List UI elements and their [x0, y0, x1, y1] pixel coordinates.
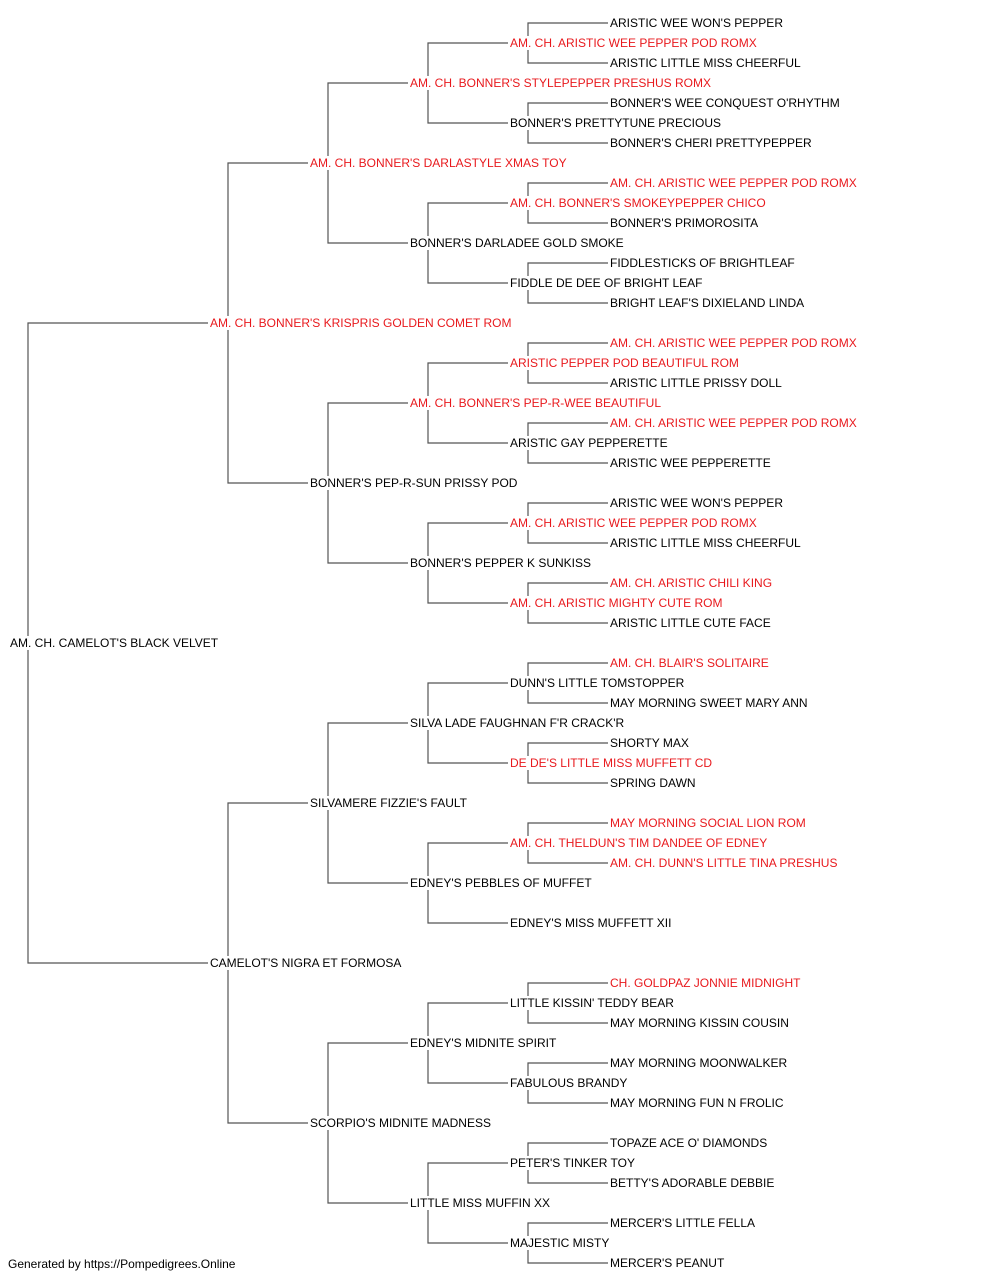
gen4-ancestor-name: AM. CH. THELDUN'S TIM DANDEE OF EDNEY	[508, 836, 770, 850]
connector-line	[427, 1203, 508, 1244]
gen4-ancestor-name: ARISTIC GAY PEPPERETTE	[508, 436, 670, 450]
gen4-ancestor-name: AM. CH. ARISTIC WEE PEPPER POD ROMX	[508, 36, 759, 50]
gen5-ancestor-name: TOPAZE ACE O' DIAMONDS	[608, 1136, 770, 1150]
connector-line	[327, 483, 408, 564]
gen4-ancestor-name: AM. CH. ARISTIC MIGHTY CUTE ROM	[508, 596, 725, 610]
gen5-ancestor-name: ARISTIC WEE PEPPERETTE	[608, 456, 773, 470]
gen4-ancestor-name: ARISTIC PEPPER POD BEAUTIFUL ROM	[508, 356, 741, 370]
grandparent-dog-name: AM. CH. BONNER'S DARLASTYLE XMAS TOY	[308, 156, 569, 170]
gen5-ancestor-name: MAY MORNING MOONWALKER	[608, 1056, 790, 1070]
gen5-ancestor-name: CH. GOLDPAZ JONNIE MIDNIGHT	[608, 976, 803, 990]
connector-line	[227, 323, 308, 484]
gen4-ancestor-name: BONNER'S PRETTYTUNE PRECIOUS	[508, 116, 723, 130]
connector-line	[427, 243, 508, 284]
connector-line	[427, 522, 508, 563]
gen5-ancestor-name: ARISTIC LITTLE CUTE FACE	[608, 616, 773, 630]
gen5-ancestor-name: MAY MORNING SWEET MARY ANN	[608, 696, 810, 710]
gen4-ancestor-name: EDNEY'S MISS MUFFETT XII	[508, 916, 674, 930]
gen4-ancestor-name: AM. CH. BONNER'S SMOKEYPEPPER CHICO	[508, 196, 768, 210]
gen5-ancestor-name: AM. CH. BLAIR'S SOLITAIRE	[608, 656, 771, 670]
gen5-ancestor-name: FIDDLESTICKS OF BRIGHTLEAF	[608, 256, 797, 270]
grandparent-dog-name: SCORPIO'S MIDNITE MADNESS	[308, 1116, 493, 1130]
gen5-ancestor-name: ARISTIC LITTLE MISS CHEERFUL	[608, 536, 803, 550]
gen5-ancestor-name: ARISTIC LITTLE PRISSY DOLL	[608, 376, 784, 390]
gen5-ancestor-name: MERCER'S LITTLE FELLA	[608, 1216, 757, 1230]
gen5-ancestor-name: AM. CH. DUNN'S LITTLE TINA PRESHUS	[608, 856, 840, 870]
great-grandparent-dog-name: AM. CH. BONNER'S PEP-R-WEE BEAUTIFUL	[408, 396, 663, 410]
gen4-ancestor-name: AM. CH. ARISTIC WEE PEPPER POD ROMX	[508, 516, 759, 530]
grandparent-dog-name: BONNER'S PEP-R-SUN PRISSY POD	[308, 476, 520, 490]
great-grandparent-dog-name: SILVA LADE FAUGHNAN F'R CRACK'R	[408, 716, 627, 730]
parent-dog-name: AM. CH. BONNER'S KRISPRIS GOLDEN COMET R…	[208, 316, 514, 330]
connector-line	[327, 82, 408, 163]
connector-line	[427, 842, 508, 883]
connector-line	[427, 723, 508, 764]
connector-line	[227, 162, 308, 323]
connector-line	[27, 322, 208, 643]
gen5-ancestor-name: BETTY'S ADORABLE DEBBIE	[608, 1176, 777, 1190]
gen5-ancestor-name: SPRING DAWN	[608, 776, 698, 790]
connector-line	[427, 682, 508, 723]
connector-line	[27, 643, 208, 964]
connector-line	[327, 163, 408, 244]
great-grandparent-dog-name: EDNEY'S PEBBLES OF MUFFET	[408, 876, 594, 890]
gen4-ancestor-name: DE DE'S LITTLE MISS MUFFETT CD	[508, 756, 715, 770]
connector-line	[327, 402, 408, 483]
connector-line	[327, 722, 408, 803]
connector-line	[327, 1123, 408, 1204]
connector-line	[427, 883, 508, 924]
gen5-ancestor-name: AM. CH. ARISTIC CHILI KING	[608, 576, 775, 590]
great-grandparent-dog-name: BONNER'S PEPPER K SUNKISS	[408, 556, 594, 570]
gen5-ancestor-name: AM. CH. ARISTIC WEE PEPPER POD ROMX	[608, 336, 859, 350]
generated-by-footer: Generated by https://Pompedigrees.Online	[8, 1257, 236, 1271]
great-grandparent-dog-name: EDNEY'S MIDNITE SPIRIT	[408, 1036, 559, 1050]
gen5-ancestor-name: SHORTY MAX	[608, 736, 691, 750]
gen5-ancestor-name: MAY MORNING SOCIAL LION ROM	[608, 816, 808, 830]
connector-line	[427, 1043, 508, 1084]
gen5-ancestor-name: BRIGHT LEAF'S DIXIELAND LINDA	[608, 296, 807, 310]
gen5-ancestor-name: ARISTIC WEE WON'S PEPPER	[608, 496, 785, 510]
gen5-ancestor-name: AM. CH. ARISTIC WEE PEPPER POD ROMX	[608, 176, 859, 190]
gen5-ancestor-name: ARISTIC WEE WON'S PEPPER	[608, 16, 785, 30]
gen5-ancestor-name: BONNER'S CHERI PRETTYPEPPER	[608, 136, 814, 150]
connector-line	[427, 563, 508, 604]
gen4-ancestor-name: PETER'S TINKER TOY	[508, 1156, 637, 1170]
great-grandparent-dog-name: BONNER'S DARLADEE GOLD SMOKE	[408, 236, 626, 250]
connector-line	[327, 1042, 408, 1123]
gen5-ancestor-name: ARISTIC LITTLE MISS CHEERFUL	[608, 56, 803, 70]
gen5-ancestor-name: BONNER'S PRIMOROSITA	[608, 216, 761, 230]
gen4-ancestor-name: FIDDLE DE DEE OF BRIGHT LEAF	[508, 276, 705, 290]
gen5-ancestor-name: MAY MORNING KISSIN COUSIN	[608, 1016, 791, 1030]
connector-line	[427, 83, 508, 124]
connector-line	[427, 1162, 508, 1203]
connector-line	[427, 1002, 508, 1043]
gen5-ancestor-name: AM. CH. ARISTIC WEE PEPPER POD ROMX	[608, 416, 859, 430]
gen5-ancestor-name: MERCER'S PEANUT	[608, 1256, 727, 1270]
gen4-ancestor-name: LITTLE KISSIN' TEDDY BEAR	[508, 996, 676, 1010]
gen5-ancestor-name: MAY MORNING FUN N FROLIC	[608, 1096, 786, 1110]
connector-line	[327, 803, 408, 884]
connector-line	[427, 42, 508, 83]
grandparent-dog-name: SILVAMERE FIZZIE'S FAULT	[308, 796, 469, 810]
gen4-ancestor-name: FABULOUS BRANDY	[508, 1076, 630, 1090]
gen4-ancestor-name: DUNN'S LITTLE TOMSTOPPER	[508, 676, 687, 690]
parent-dog-name: CAMELOT'S NIGRA ET FORMOSA	[208, 956, 404, 970]
gen4-ancestor-name: MAJESTIC MISTY	[508, 1236, 612, 1250]
connector-line	[227, 802, 308, 963]
connector-line	[427, 202, 508, 243]
connector-line	[227, 963, 308, 1124]
connector-line	[427, 362, 508, 403]
subject-dog-name: AM. CH. CAMELOT'S BLACK VELVET	[8, 636, 221, 650]
gen5-ancestor-name: BONNER'S WEE CONQUEST O'RHYTHM	[608, 96, 842, 110]
great-grandparent-dog-name: AM. CH. BONNER'S STYLEPEPPER PRESHUS ROM…	[408, 76, 714, 90]
connector-line	[427, 403, 508, 444]
great-grandparent-dog-name: LITTLE MISS MUFFIN XX	[408, 1196, 553, 1210]
